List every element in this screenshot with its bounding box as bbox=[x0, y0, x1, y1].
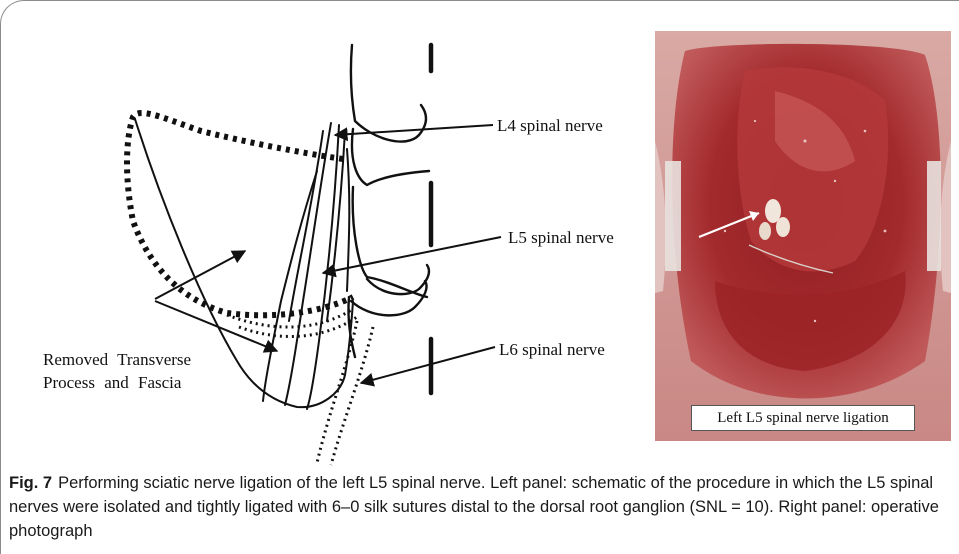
label-removed-transverse-process: Removed Transverse Process and Fascia bbox=[43, 349, 191, 395]
arrow-l6 bbox=[361, 347, 495, 383]
label-removed-line-1: Removed Transverse bbox=[43, 349, 191, 372]
operative-photo: Left L5 spinal nerve ligation bbox=[655, 31, 951, 441]
photo-caption: Left L5 spinal nerve ligation bbox=[691, 405, 915, 431]
transverse-process-dotted bbox=[127, 113, 353, 315]
label-l5-spinal-nerve: L5 spinal nerve bbox=[508, 229, 614, 246]
schematic-panel: L4 spinal nerve L5 spinal nerve L6 spina… bbox=[1, 1, 651, 471]
vertebral-column bbox=[348, 45, 429, 357]
figure-label: Fig. 7 bbox=[9, 474, 52, 492]
label-l4-spinal-nerve: L4 spinal nerve bbox=[497, 117, 603, 134]
label-removed-line-2: Process and Fascia bbox=[43, 372, 191, 395]
label-l6-spinal-nerve: L6 spinal nerve bbox=[499, 341, 605, 358]
arrow-l4 bbox=[335, 125, 493, 135]
arrow-removed-lower bbox=[155, 301, 277, 351]
l6-nerve-dotted bbox=[317, 321, 373, 465]
pointer-arrows bbox=[155, 125, 501, 383]
operative-photo-image bbox=[655, 31, 951, 441]
figure-caption-text: Performing sciatic nerve ligation of the… bbox=[9, 474, 939, 540]
